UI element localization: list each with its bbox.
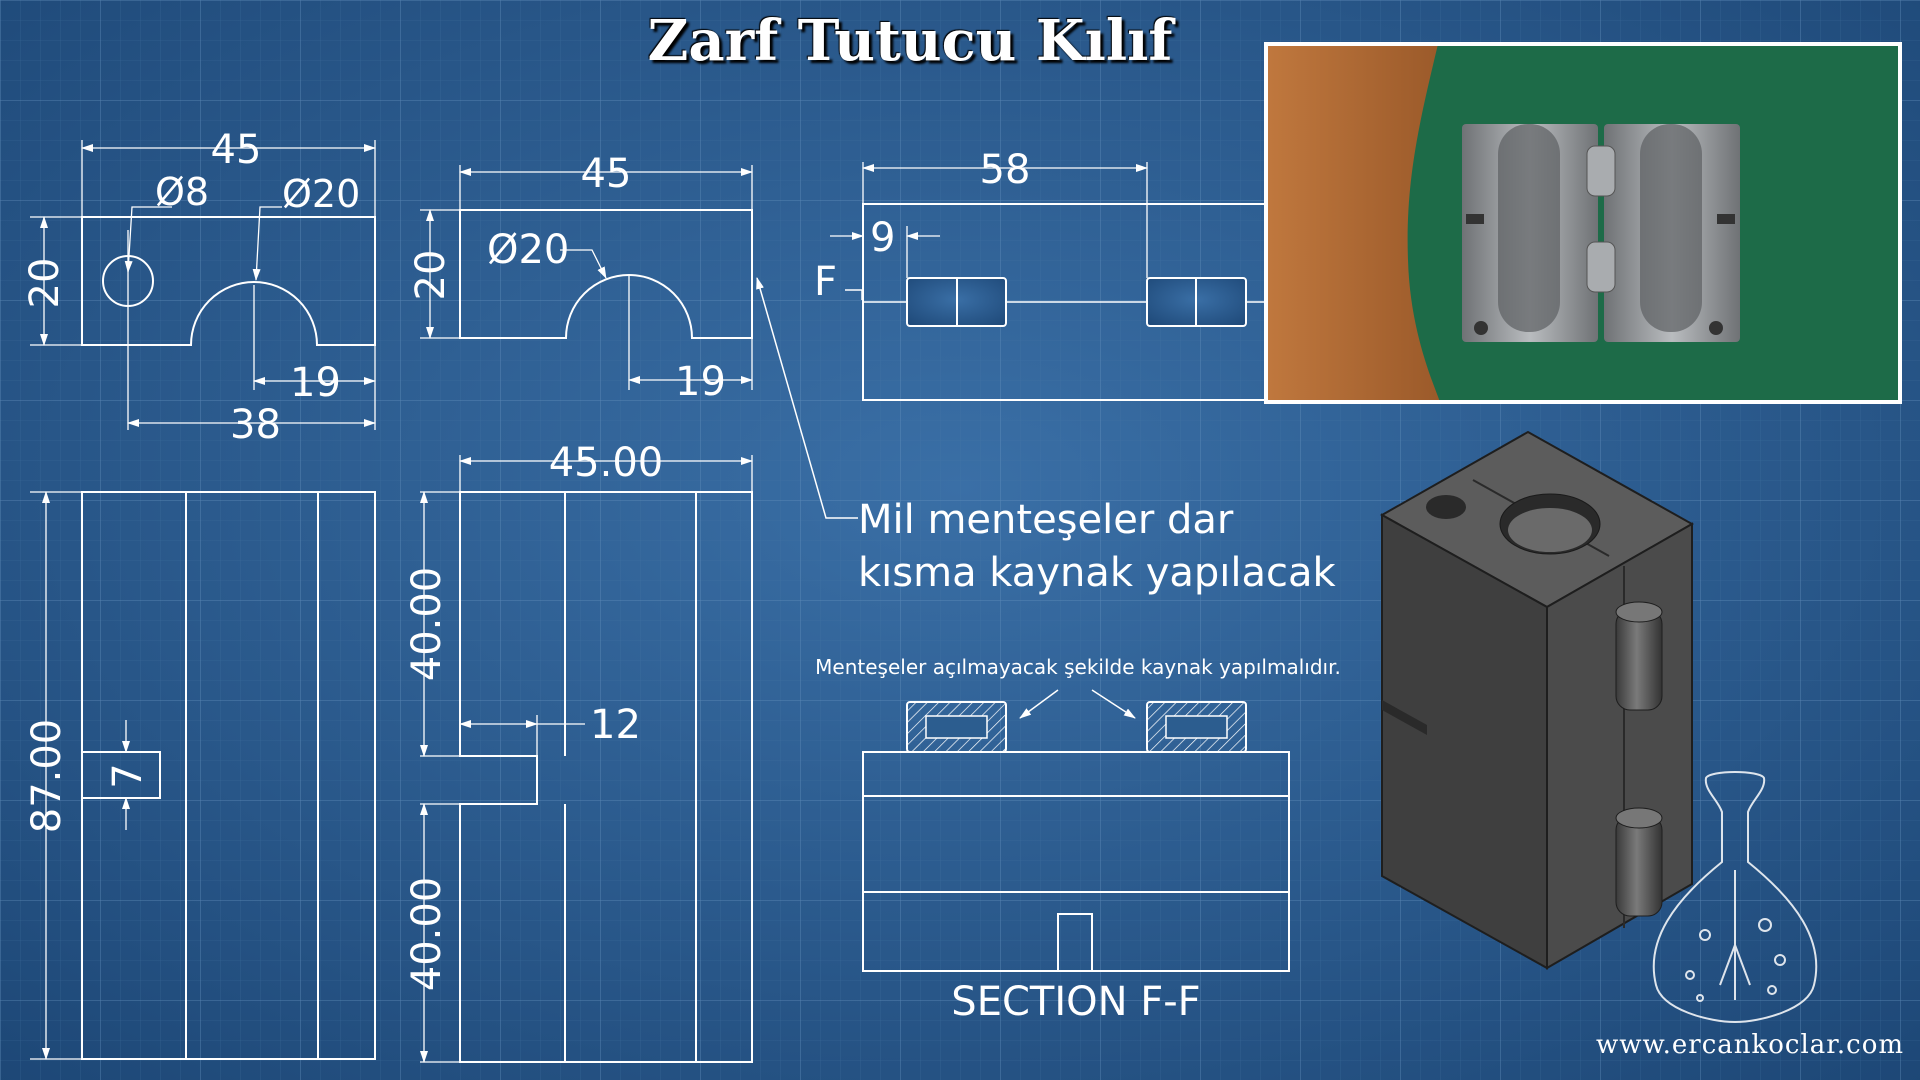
- top-middle-height-label: 20: [408, 250, 454, 301]
- large-hole-leader: [252, 206, 282, 281]
- hinge-gap-label: 9: [870, 215, 895, 261]
- top-left-outline: [81, 216, 376, 346]
- section-mark-left-label: F: [814, 259, 837, 305]
- website-url[interactable]: www.ercankoclar.com: [1595, 1030, 1904, 1060]
- part-photo: [1264, 42, 1902, 404]
- front-middle-lower-label: 40.00: [404, 877, 450, 992]
- photo-hinge-bottom: [1586, 241, 1616, 293]
- section-title: SECTION F-F: [951, 979, 1200, 1025]
- small-hole-leader: [124, 206, 172, 273]
- top-left-view: [30, 140, 376, 430]
- front-middle-view: [420, 455, 753, 1063]
- isometric-render: [1379, 430, 1695, 970]
- top-middle-offset-label: 19: [675, 359, 726, 405]
- top-left-height-label: 20: [22, 258, 68, 309]
- section-note-arrow-right: [1091, 689, 1136, 719]
- front-middle-upper-label: 40.00: [404, 567, 450, 682]
- flask-logo: [1652, 771, 1818, 1024]
- front-left-slot: [82, 751, 161, 799]
- front-middle-slot-depth-label: 12: [590, 702, 641, 748]
- top-left-width-label: 45: [211, 127, 262, 173]
- hole-leader: [560, 249, 607, 279]
- section-note-arrow-left: [1019, 689, 1059, 719]
- weld-note-line-2: kısma kaynak yapılacak: [858, 550, 1337, 596]
- top-middle-outline: [459, 209, 753, 339]
- iso-hinge-top: [1615, 609, 1663, 711]
- front-left-slot-label: 7: [105, 763, 151, 788]
- photo-wood-surface: [1266, 44, 1440, 402]
- top-left-offset-label: 19: [290, 360, 341, 406]
- large-hole-label: Ø20: [282, 172, 360, 216]
- front-left-view: [30, 491, 376, 1060]
- section-outline: [862, 751, 1290, 972]
- section-note: Menteşeler açılmayacak şekilde kaynak ya…: [815, 655, 1341, 679]
- section-mark-left-line: [845, 289, 863, 300]
- section-slot: [1057, 913, 1093, 971]
- photo-hinge-top: [1586, 145, 1616, 197]
- weld-note-line-1: Mil menteşeler dar: [858, 497, 1234, 543]
- front-left-height-label: 87.00: [24, 719, 70, 834]
- iso-small-hole: [1426, 495, 1466, 519]
- top-middle-view: [420, 165, 753, 390]
- page-title: Zarf Tutucu Kılıf: [647, 8, 1173, 74]
- iso-hinge-bottom: [1615, 815, 1663, 917]
- hinge-length-label: 58: [980, 147, 1031, 193]
- front-middle-width-label: 45.00: [549, 440, 664, 486]
- small-hole-label: Ø8: [155, 170, 209, 214]
- top-left-hole-offset-label: 38: [230, 402, 281, 448]
- front-left-outline: [81, 491, 376, 1060]
- top-middle-width-label: 45: [581, 151, 632, 197]
- section-view: [862, 689, 1290, 972]
- weld-note-leader: [756, 277, 858, 519]
- top-middle-hole-label: Ø20: [487, 227, 569, 273]
